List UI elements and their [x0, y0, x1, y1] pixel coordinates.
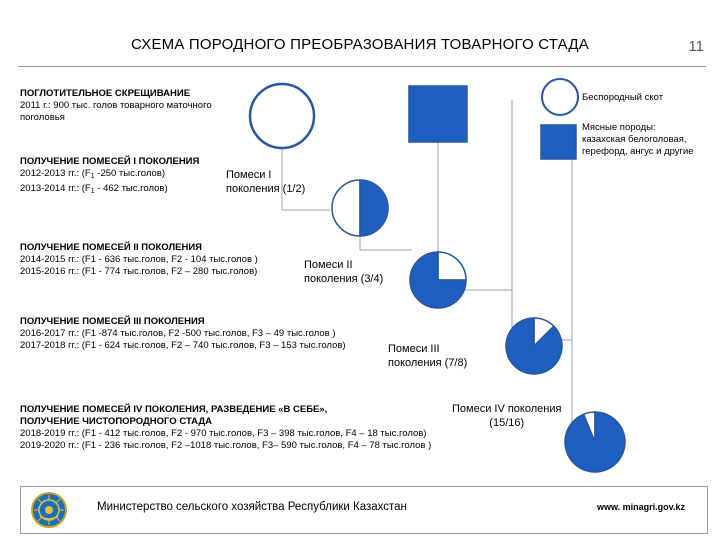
gen-label-line: Помеси II — [304, 259, 353, 271]
step-absorption: ПОГЛОТИТЕЛЬНОЕ СКРЕЩИВАНИЕ 2011 г.: 900 … — [20, 88, 212, 124]
legend-square-label-line: Мясные породы: — [582, 122, 656, 133]
step-heading: ПОГЛОТИТЕЛЬНОЕ СКРЕЩИВАНИЕ — [20, 88, 191, 99]
page-title: СХЕМА ПОРОДНОГО ПРЕОБРАЗОВАНИЯ ТОВАРНОГО… — [131, 36, 589, 53]
gen-label-line: поколения (7/8) — [388, 357, 468, 369]
step-line: поголовья — [20, 112, 65, 123]
step-line: 2018-2019 гг.: (F1 - 412 тыс.голов, F2 -… — [20, 428, 427, 439]
legend-circle-icon — [541, 78, 579, 116]
gen1-label: Помеси I поколения (1/2) — [226, 168, 305, 196]
gen-label-line: поколения (1/2) — [226, 183, 306, 195]
step-heading: ПОЛУЧЕНИЕ ПОМЕСЕЙ III ПОКОЛЕНИЯ — [20, 316, 205, 327]
step-heading: ПОЛУЧЕНИЕ ПОМЕСЕЙ I ПОКОЛЕНИЯ — [20, 156, 200, 167]
step-line: 2019-2020 гг.: (F1 - 236 тыс.голов, F2 –… — [20, 440, 432, 451]
legend-square-icon — [540, 124, 577, 160]
step-line: 2013-2014 гг.: (F1 - 462 тыс.голов) — [20, 183, 168, 195]
crossbreed-gen2-pie — [409, 251, 467, 309]
gen-label-line: поколения (3/4) — [304, 273, 384, 285]
pie-filled-sector — [564, 411, 626, 473]
gen2-label: Помеси II поколения (3/4) — [304, 258, 383, 286]
pie-filled-sector — [505, 317, 563, 375]
step-gen3: ПОЛУЧЕНИЕ ПОМЕСЕЙ III ПОКОЛЕНИЯ 2016-201… — [20, 316, 346, 352]
gen-label-line: Помеси III — [388, 343, 440, 355]
step-heading: ПОЛУЧЕНИЕ ЧИСТОПОРОДНОГО СТАДА — [20, 416, 212, 427]
step-line: 2011 г.: 900 тыс. голов товарного маточн… — [20, 100, 212, 111]
step-heading: ПОЛУЧЕНИЕ ПОМЕСЕЙ II ПОКОЛЕНИЯ — [20, 242, 202, 253]
step-line: 2014-2015 гг.: (F1 - 636 тыс.голов, F2 -… — [20, 254, 258, 265]
header-divider — [18, 66, 706, 67]
pie-filled-sector — [409, 251, 467, 309]
pie-empty-sector — [331, 179, 361, 237]
gen-label-line: Помеси IV поколения — [452, 403, 562, 415]
gen-label-line: (15/16) — [489, 417, 525, 429]
crossbreed-gen1-pie — [331, 179, 389, 237]
legend-square-label-line: казахская белоголовая, — [582, 134, 687, 145]
step-gen1: ПОЛУЧЕНИЕ ПОМЕСЕЙ I ПОКОЛЕНИЯ 2012-2013 … — [20, 156, 199, 198]
ministry-url[interactable]: www. minagri.gov.kz — [596, 502, 685, 512]
mongrel-cattle-circle — [248, 82, 316, 150]
step-line: 2017-2018 гг.: (F1 - 624 тыс.голов, F2 –… — [20, 340, 346, 351]
legend-circle-label: Беспородный скот — [582, 92, 664, 103]
crossbreed-gen3-pie — [505, 317, 563, 375]
step-heading: ПОЛУЧЕНИЕ ПОМЕСЕЙ IV ПОКОЛЕНИЯ, РАЗВЕДЕН… — [20, 404, 328, 415]
footer-bar: Министерство сельского хозяйства Республ… — [20, 486, 708, 534]
step-line: 2015-2016 гг.: (F1 - 774 тыс.голов, F2 –… — [20, 266, 258, 277]
step-gen2: ПОЛУЧЕНИЕ ПОМЕСЕЙ II ПОКОЛЕНИЯ 2014-2015… — [20, 242, 258, 278]
legend-square-label: Мясные породы: казахская белоголовая, ге… — [582, 122, 694, 158]
pie-empty-sector — [437, 251, 467, 281]
step-line: 2012-2013 гг.: (F1 -250 тыс.голов) — [20, 168, 165, 180]
step-line: 2016-2017 гг.: (F1 -874 тыс.голов, F2 -5… — [20, 328, 336, 339]
beef-breed-square — [408, 85, 468, 143]
breeding-diagram — [248, 78, 626, 473]
kazakhstan-emblem-icon — [31, 492, 67, 528]
pie-filled-sector — [359, 179, 389, 237]
legend-square-label-line: герефорд, ангус и другие — [582, 146, 694, 157]
gen4-label: Помеси IV поколения (15/16) — [452, 402, 561, 430]
crossbreed-gen4-pie — [564, 411, 626, 473]
step-gen4: ПОЛУЧЕНИЕ ПОМЕСЕЙ IV ПОКОЛЕНИЯ, РАЗВЕДЕН… — [20, 404, 431, 452]
ministry-name: Министерство сельского хозяйства Республ… — [97, 501, 407, 513]
gen3-label: Помеси III поколения (7/8) — [388, 342, 467, 370]
page-number: 11 — [688, 38, 704, 55]
gen-label-line: Помеси I — [226, 169, 272, 181]
